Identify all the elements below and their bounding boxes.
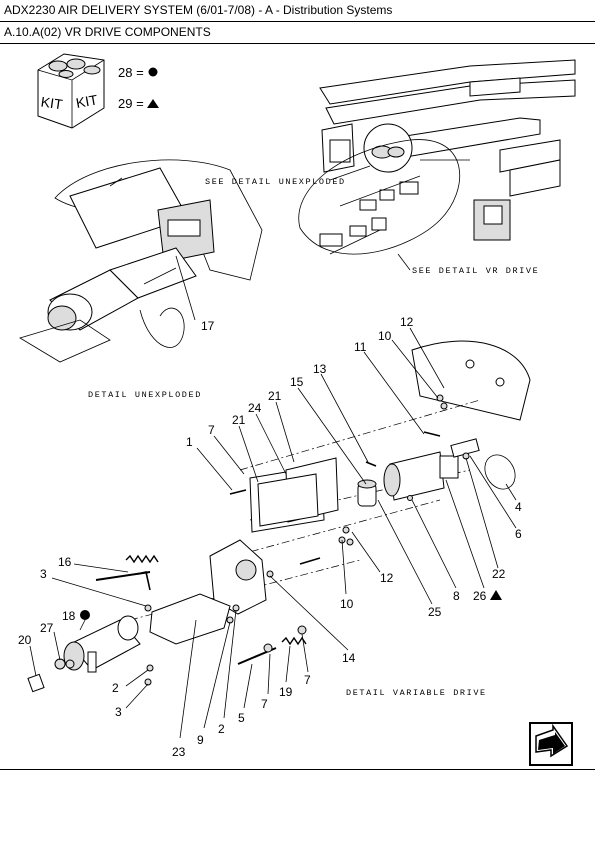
document-header: ADX2230 AIR DELIVERY SYSTEM (6/01-7/08) … [0, 0, 595, 22]
callout-23: 23 [172, 745, 186, 759]
callout-21: 21 [268, 389, 282, 403]
callout-10: 10 [340, 597, 354, 611]
callout-10: 10 [378, 329, 392, 343]
section-title: A.10.A(02) VR DRIVE COMPONENTS [4, 25, 211, 39]
see-detail-vr-drive-caption: SEE DETAIL VR DRIVE [412, 266, 539, 276]
callout-7: 7 [261, 697, 268, 711]
see-detail-unexploded-caption: SEE DETAIL UNEXPLODED [205, 177, 346, 187]
callout-25: 25 [428, 605, 442, 619]
document-title: ADX2230 AIR DELIVERY SYSTEM (6/01-7/08) … [4, 3, 393, 17]
exploded-small-parts [319, 175, 421, 255]
variable-drive-illustration [27, 340, 531, 693]
detail-variable-drive-caption: DETAIL VARIABLE DRIVE [346, 688, 487, 698]
callout-2: 2 [112, 681, 119, 695]
legend-29: 29 = [118, 96, 144, 111]
callout-24: 24 [248, 401, 262, 415]
callout-7: 7 [208, 423, 215, 437]
section-header: A.10.A(02) VR DRIVE COMPONENTS [0, 22, 595, 44]
next-page-arrow-icon [535, 723, 569, 758]
callout-18-kit-circle-marker [80, 610, 90, 620]
callout-6: 6 [515, 527, 522, 541]
callout-20: 20 [18, 633, 32, 647]
kit-label-left: KIT [40, 94, 64, 113]
legend-triangle-symbol [147, 99, 159, 108]
callout-19: 19 [279, 685, 293, 699]
callout-26: 26 [473, 589, 487, 603]
callout-9: 9 [197, 733, 204, 747]
leader-lines [29, 255, 517, 739]
callout-11: 11 [354, 340, 367, 354]
callout-3: 3 [115, 705, 122, 719]
kit-label-right: KIT [75, 91, 100, 111]
callout-16: 16 [58, 555, 72, 569]
next-page-button[interactable] [529, 722, 573, 766]
callout-21: 21 [232, 413, 246, 427]
callout-4: 4 [515, 500, 522, 514]
callout-26-kit-triangle-marker [490, 590, 502, 600]
callout-8: 8 [453, 589, 460, 603]
callout-1: 1 [186, 435, 193, 449]
callout-17: 17 [201, 319, 215, 333]
callout-27: 27 [40, 621, 54, 635]
callout-13: 13 [313, 362, 327, 376]
callout-12: 12 [380, 571, 394, 585]
frame-overview-illustration [319, 59, 576, 241]
kit-box-icon: KIT KIT [37, 53, 105, 129]
callout-14: 14 [342, 651, 356, 665]
callout-5: 5 [238, 711, 245, 725]
drawing-frame [0, 44, 595, 770]
detail-enclosure [298, 139, 460, 255]
callout-3: 3 [40, 567, 47, 581]
detail-unexploded-caption: DETAIL UNEXPLODED [88, 390, 202, 400]
callout-2: 2 [218, 722, 225, 736]
parts-diagram: KIT KIT 28 = 29 = SEE DETAIL UNEXPLODED … [18, 53, 576, 759]
callout-12: 12 [400, 315, 414, 329]
legend-28: 28 = [118, 65, 144, 80]
callout-7: 7 [304, 673, 311, 687]
callout-15: 15 [290, 375, 304, 389]
callout-22: 22 [492, 567, 506, 581]
callout-18: 18 [62, 609, 76, 623]
detail-unexploded-illustration [19, 159, 263, 363]
legend-circle-symbol [148, 67, 158, 77]
callout-labels: 1 2 2 3 3 4 5 6 7 7 7 8 9 10 10 11 12 12… [18, 315, 522, 759]
